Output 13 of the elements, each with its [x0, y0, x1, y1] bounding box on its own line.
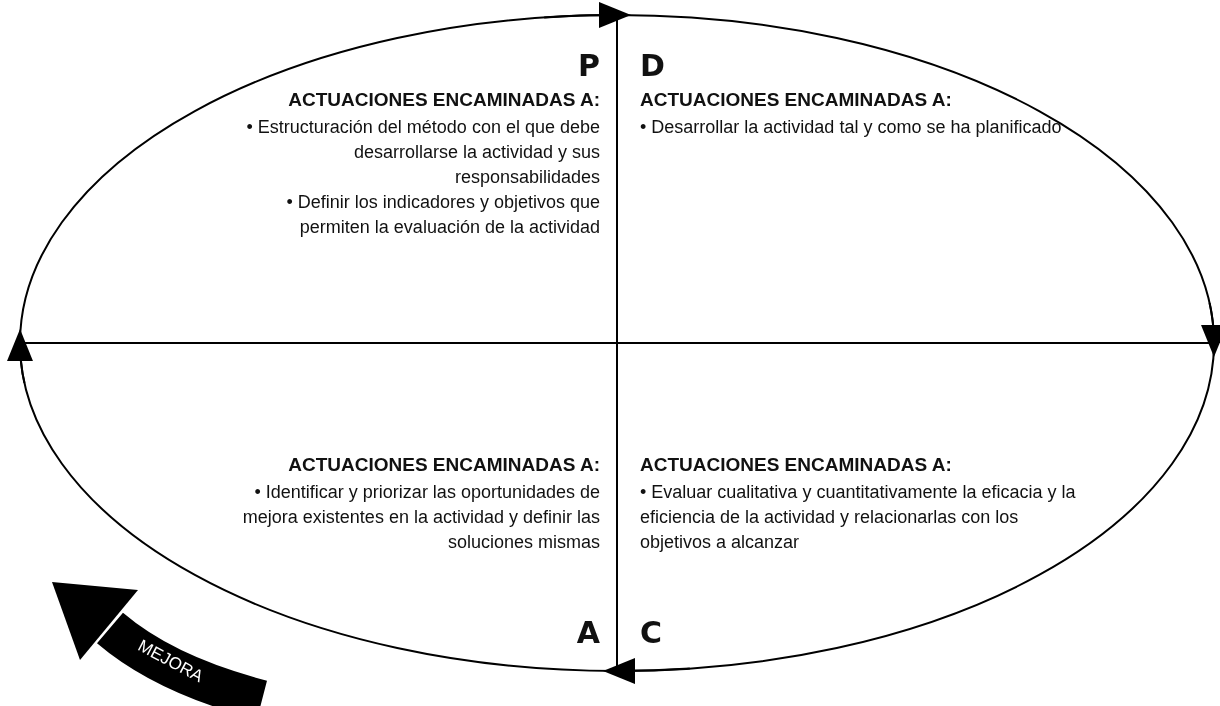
- bullet-text: • Desarrollar la actividad tal y como se ha planificado: [640, 116, 1063, 139]
- section-heading: ACTUACIONES ENCAMINADAS A:: [287, 89, 600, 111]
- phase-letter: A: [575, 615, 600, 650]
- bullet-text: • Estructuración del método con el que debe desarrollarse la actividad y sus responsabilidades: [245, 116, 600, 189]
- section-heading: ACTUACIONES ENCAMINADAS A:: [287, 454, 600, 476]
- bullet-text: • Evaluar cualitativa y cuantitativamente la eficacia y la eficiencia de la actividad y relacionarlas con los objetivos a alcanzar: [640, 481, 1077, 554]
- phase-letter: P: [577, 48, 600, 83]
- section-heading: ACTUACIONES ENCAMINADAS A:: [640, 454, 953, 476]
- phase-letter: D: [640, 48, 666, 83]
- bullet-text: • Definir los indicadores y objetivos que permiten la evaluación de la actividad: [285, 191, 600, 239]
- section-heading: ACTUACIONES ENCAMINADAS A:: [640, 89, 953, 111]
- bullet-text: • Identificar y priorizar las oportunidades de mejora existentes en la actividad y definir las soluciones mismas: [241, 481, 600, 554]
- phase-letter: C: [640, 615, 664, 650]
